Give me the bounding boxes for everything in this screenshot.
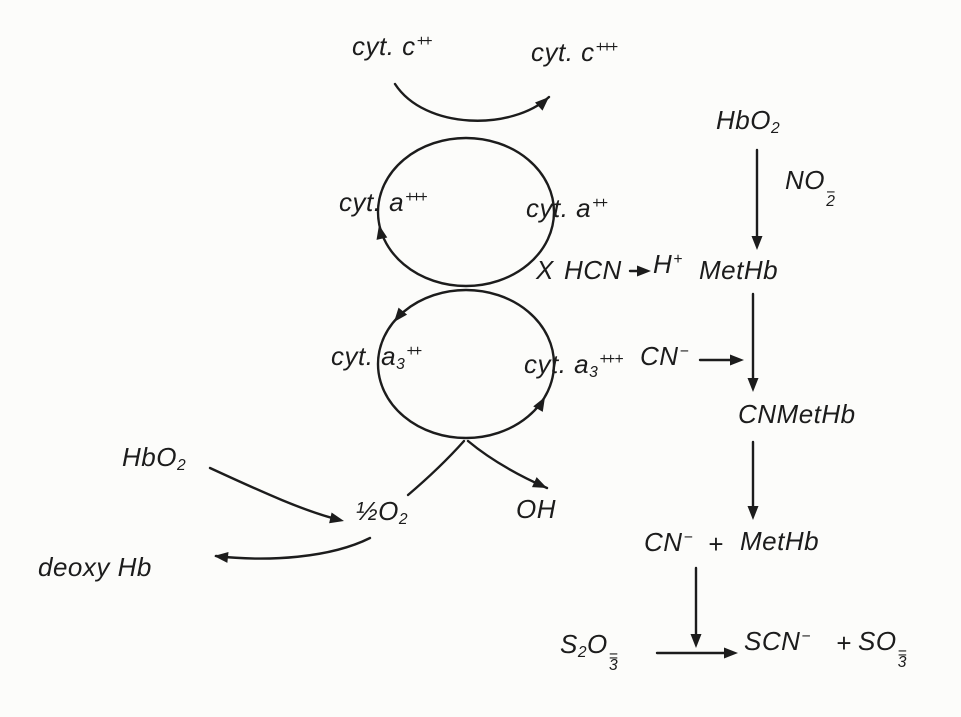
arrowhead-to-scn xyxy=(724,647,738,659)
arrowhead-hcn-to-hplus xyxy=(637,265,651,277)
arrowhead-to-deoxyhb xyxy=(214,551,229,563)
formula-base: ½O xyxy=(356,496,399,526)
label-cn-low: CN− xyxy=(644,527,693,558)
label-plus-bottom: + xyxy=(836,628,852,659)
formula-base: X xyxy=(536,255,554,285)
formula-base: CNMetHb xyxy=(738,399,856,429)
subscript: 2 xyxy=(176,456,187,474)
cycle-cyta3-oval xyxy=(376,288,556,440)
label-hbo2-left: HbO2 xyxy=(122,442,187,475)
arrowhead-to-cyta3-ox xyxy=(533,397,545,412)
label-sulfite: SO=3 xyxy=(858,626,908,672)
curve-hbo2-to-o2 xyxy=(208,466,342,522)
formula-base: + xyxy=(836,628,852,658)
formula-base: OH xyxy=(516,494,556,524)
label-hbo2-right: HbO2 xyxy=(716,105,781,138)
formula-base: cyt. a xyxy=(526,193,592,223)
formula-base: cyt. a xyxy=(331,341,397,371)
label-thiosulfate: S2O=3 xyxy=(560,629,619,675)
formula-base: MetHb xyxy=(699,255,779,285)
charge-sup: = xyxy=(897,644,908,662)
label-cyt-a3-reduced: cyt. a3++ xyxy=(331,341,422,374)
formula-base: HCN xyxy=(564,255,622,285)
subscript: 2 xyxy=(826,193,836,211)
label-oh: OH xyxy=(516,494,556,525)
formula-base: NO xyxy=(785,165,825,195)
charge-sup: +++ xyxy=(405,189,427,207)
subscript: 3 xyxy=(589,363,599,381)
arc-cytc-cycle xyxy=(393,82,551,122)
label-half-o2: ½O2 xyxy=(356,496,409,529)
arrowhead-hbo2-to-o2 xyxy=(329,512,344,524)
label-cyt-a-reduced: cyt. a++ xyxy=(526,193,608,224)
label-nitrite: NO−2 xyxy=(785,165,836,211)
charge-sup: +++ xyxy=(595,39,618,57)
arc-o2-entry xyxy=(406,439,466,497)
label-cn-mid: CN− xyxy=(640,341,689,372)
label-methb-upper: MetHb xyxy=(699,255,779,286)
charge-stack: =3 xyxy=(608,647,619,675)
formula-base: cyt. a xyxy=(524,349,590,379)
subscript: 3 xyxy=(608,657,619,675)
charge-sup: + xyxy=(673,251,682,269)
formula-base: MetHb xyxy=(740,526,820,556)
charge-sup: − xyxy=(683,529,693,547)
subscript: 2 xyxy=(398,510,409,528)
formula-base: SCN xyxy=(744,626,801,656)
subscript: 2 xyxy=(770,119,781,137)
arrowhead-to-oh xyxy=(531,477,547,488)
label-cyt-a-oxidized: cyt. a+++ xyxy=(339,187,427,218)
formula-base: S xyxy=(560,629,578,659)
curve-to-deoxyhb xyxy=(214,536,372,560)
formula-base: CN xyxy=(644,527,683,557)
arrowhead-cn-join xyxy=(730,354,744,366)
arrowhead-cnmethb-release xyxy=(747,506,759,520)
arrowhead-to-cytc-ox xyxy=(535,97,549,111)
formula-base: cyt. c xyxy=(352,31,416,61)
arrowhead-to-cnmethb xyxy=(747,378,759,392)
formula-base: O xyxy=(587,629,608,659)
formula-base: HbO xyxy=(122,442,177,472)
charge-sup: ++ xyxy=(406,343,422,361)
label-cyt-c-oxidized: cyt. c+++ xyxy=(531,37,618,68)
cycle-cyta-oval xyxy=(376,136,556,288)
formula-base: CN xyxy=(640,341,679,371)
subscript: 3 xyxy=(897,654,907,672)
formula-base: cyt. c xyxy=(531,37,595,67)
label-cyt-a3-oxidized: cyt. a3++ + xyxy=(524,349,623,382)
formula-base: deoxy Hb xyxy=(38,552,152,582)
charge-sup: ++ + xyxy=(599,351,623,369)
label-hcn: HCN xyxy=(564,255,622,286)
arrowhead-to-cyta-ox xyxy=(376,225,388,240)
formula-base: + xyxy=(708,529,724,559)
charge-sup: ++ xyxy=(592,195,608,213)
arrowhead-cn-to-thiosulfate xyxy=(690,634,702,648)
label-cyt-c-reduced: cyt. c++ xyxy=(352,31,433,62)
charge-stack: −2 xyxy=(826,183,836,211)
subscript: 2 xyxy=(577,643,588,661)
label-deoxy-hb: deoxy Hb xyxy=(38,552,152,583)
label-methb-lower: MetHb xyxy=(740,526,820,557)
formula-base: SO xyxy=(858,626,897,656)
arrowhead-to-methb xyxy=(751,236,763,250)
label-plus-low: + xyxy=(708,529,724,560)
label-h-plus: H+ xyxy=(653,249,682,280)
charge-sup: = xyxy=(608,647,619,665)
arrowheads xyxy=(214,97,763,659)
formula-base: cyt. a xyxy=(339,187,405,217)
charge-sup: − xyxy=(801,628,810,646)
label-x-block: X xyxy=(536,255,554,286)
formula-base: HbO xyxy=(716,105,771,135)
label-cnmethb: CNMetHb xyxy=(738,399,856,430)
charge-sup: ++ xyxy=(416,33,433,51)
arrowhead-to-cyta3-red xyxy=(394,307,408,322)
label-thiocyanate: SCN− xyxy=(744,626,810,657)
formula-base: H xyxy=(653,249,673,279)
charge-sup: − xyxy=(679,343,689,361)
charge-sup: − xyxy=(826,183,836,201)
subscript: 3 xyxy=(396,355,406,373)
charge-stack: =3 xyxy=(897,644,908,672)
